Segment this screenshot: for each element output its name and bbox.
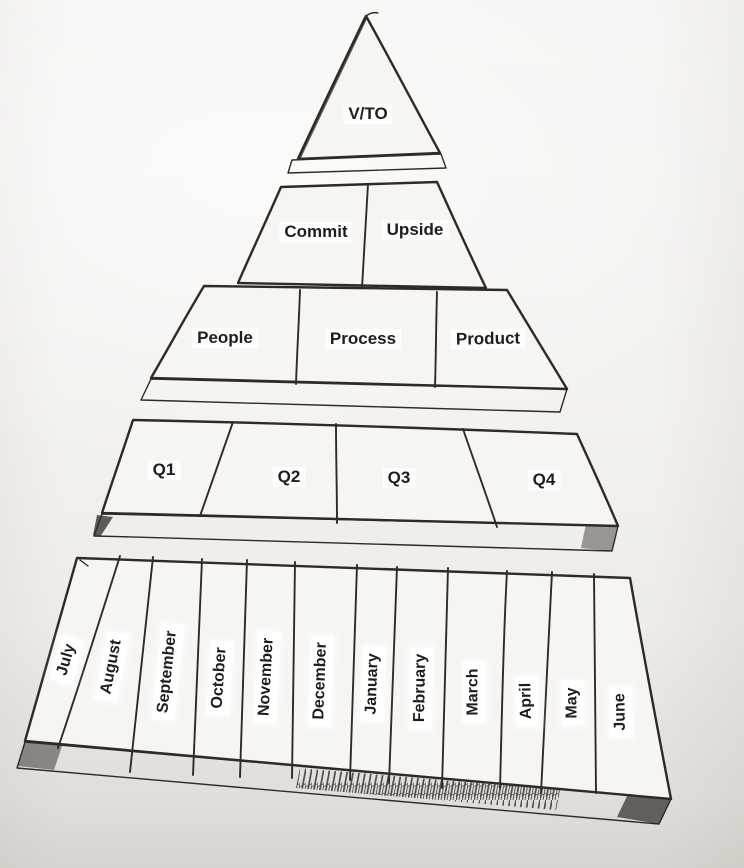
- tier2-divider: [361, 183, 369, 289]
- month-label-november: November: [253, 630, 281, 724]
- tier5-hatch-dark-left: [18, 742, 62, 770]
- tier4-hatch-dark-right: [581, 524, 618, 551]
- month-label-june: June: [609, 686, 633, 738]
- process-label: Process: [324, 329, 402, 349]
- vto-label: V/TO: [343, 104, 393, 124]
- tier1-apex-flick: [365, 11, 379, 17]
- tier5-divider-5: [291, 561, 296, 779]
- tier1-base-hatch: [287, 153, 447, 174]
- commit-label: Commit: [279, 222, 353, 242]
- tier2-commit-upside-band: [236, 180, 488, 290]
- tier5-hatch-extra-scribble: [296, 768, 560, 810]
- tier5-months-band: [16, 555, 673, 825]
- month-label-march: March: [462, 661, 486, 723]
- month-label-february: February: [408, 646, 434, 730]
- q3-label: Q3: [382, 468, 416, 488]
- month-label-may: May: [561, 680, 585, 726]
- tier5-divider-8: [441, 567, 449, 789]
- month-label-april: April: [515, 675, 539, 727]
- tier4-hatch-dark-left: [93, 515, 113, 537]
- tier2-outline: [236, 180, 488, 290]
- tier5-divider-7: [388, 566, 398, 784]
- tier3-people-process-product-band: [140, 284, 569, 413]
- tier1-vto-triangle: [287, 11, 447, 174]
- tier5-divider-10: [540, 571, 553, 794]
- tier3-divider-2: [434, 291, 438, 388]
- tier5-divider-11: [593, 573, 597, 794]
- tier4-quarters-band: [93, 418, 620, 552]
- tier1-outline: [296, 14, 442, 161]
- q1-label: Q1: [147, 460, 181, 480]
- tier5-divider-1: [57, 555, 121, 749]
- tier5-divider-4: [239, 559, 248, 778]
- tier4-base-hatch: [93, 513, 619, 552]
- tier5-divider-9: [499, 570, 508, 789]
- tier3-divider-1: [295, 289, 301, 385]
- tier5-divider-6: [349, 564, 358, 781]
- q2-label: Q2: [272, 467, 306, 487]
- month-label-december: December: [308, 634, 334, 728]
- tier5-outline: [23, 556, 673, 801]
- product-label: Product: [450, 328, 526, 350]
- month-label-january: January: [360, 645, 386, 723]
- tier4-divider-3: [462, 428, 498, 528]
- tier5-divider-3: [192, 558, 203, 776]
- tier1-left-edge-overdraw: [297, 17, 367, 160]
- tier5-hatch-dark-right: [617, 794, 671, 824]
- tier3-base-hatch: [140, 378, 568, 413]
- tier5-corner-tick: [79, 559, 89, 567]
- q4-label: Q4: [527, 470, 561, 490]
- people-label: People: [192, 328, 258, 348]
- tier4-divider-2: [335, 423, 338, 524]
- tier4-divider-1: [199, 421, 234, 517]
- tier5-divider-2: [129, 556, 154, 773]
- upside-label: Upside: [381, 220, 449, 240]
